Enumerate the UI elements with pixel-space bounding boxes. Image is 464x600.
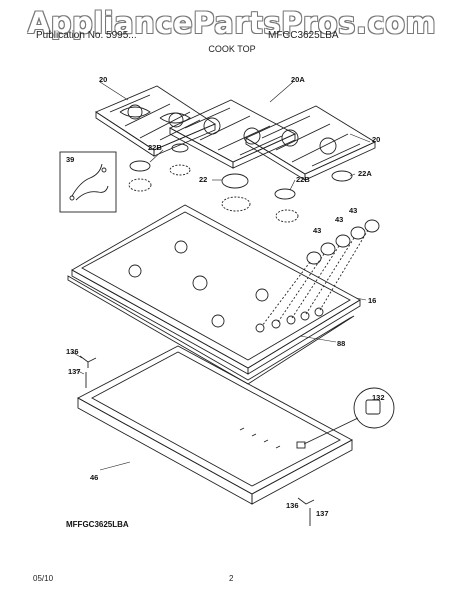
callout-22b-left: 22B xyxy=(148,143,162,152)
grate-center xyxy=(168,99,297,169)
callout-132: 132 xyxy=(372,393,385,402)
header-model: MFGC3625LBA xyxy=(268,30,339,41)
model-number: MFFGC3625LBA xyxy=(66,520,129,529)
control-knobs xyxy=(255,219,380,333)
callout-43-a: 43 xyxy=(349,206,357,215)
callout-20a: 20A xyxy=(291,75,305,84)
callout-16: 16 xyxy=(368,296,376,305)
publication-number: Publication No. 5995... xyxy=(36,30,137,41)
footer-page-number: 2 xyxy=(229,574,234,583)
ignition-harness xyxy=(59,151,117,213)
grate-left xyxy=(95,85,216,157)
callout-20-right: 20 xyxy=(372,135,380,144)
cooktop-top xyxy=(71,204,361,375)
callout-22: 22 xyxy=(199,175,207,184)
callout-137-top: 137 xyxy=(68,367,81,376)
watermark: AppliancePartsPros.com xyxy=(27,6,437,40)
callout-43-c: 43 xyxy=(313,226,321,235)
mounting-hardware xyxy=(79,355,395,526)
section-title: COOK TOP xyxy=(208,44,256,54)
callout-136-top: 136 xyxy=(66,347,79,356)
callout-88: 88 xyxy=(337,339,345,348)
callout-labels: 20 20A 20 39 22B 22 22B 22A 43 43 43 16 … xyxy=(66,75,385,518)
callout-137-bottom: 137 xyxy=(316,509,329,518)
callout-20-left: 20 xyxy=(99,75,107,84)
leader-lines xyxy=(71,81,371,471)
grate-right xyxy=(245,105,376,181)
burner-caps xyxy=(128,143,353,223)
callout-136-bottom: 136 xyxy=(286,501,299,510)
footer-date: 05/10 xyxy=(33,574,54,583)
burner-box xyxy=(77,345,353,505)
callout-39: 39 xyxy=(66,155,74,164)
callout-46: 46 xyxy=(90,473,98,482)
callout-22b-right: 22B xyxy=(296,175,310,184)
callout-43-b: 43 xyxy=(335,215,343,224)
cooktop-gasket xyxy=(67,275,355,385)
callout-22a: 22A xyxy=(358,169,372,178)
